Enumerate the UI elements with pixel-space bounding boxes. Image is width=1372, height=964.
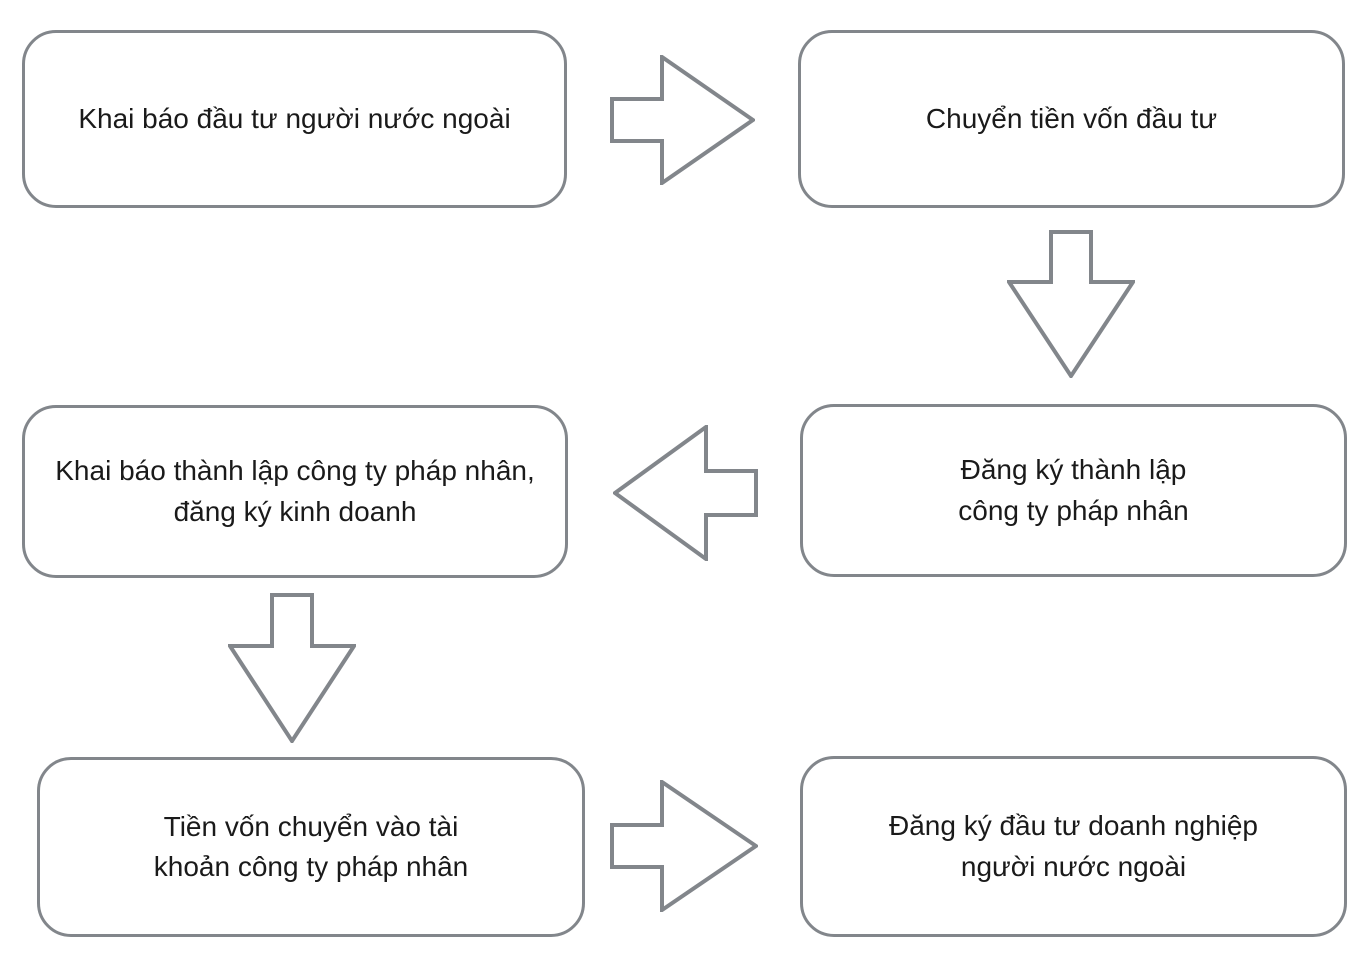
flow-step-khai-bao-thanh-lap: Khai báo thành lập công ty pháp nhân, đă… [22,405,568,578]
step-label-line: Đăng ký đầu tư doanh nghiệp [888,810,1259,842]
step-label-line: Chuyển tiền vốn đầu tư [925,102,1218,134]
step-label: Đăng ký đầu tư doanh nghiệp người nước n… [889,806,1258,886]
step-label-line: đăng ký kinh doanh [173,495,417,527]
step-label: Khai báo đầu tư người nước ngoài [78,99,510,139]
down-arrow-icon [228,593,356,743]
step-label-line: người nước ngoài [960,850,1187,882]
step-label-line: khoản công ty pháp nhân [153,851,469,882]
step-label-line: Đăng ký thành lập [960,454,1187,486]
flow-step-tien-von-chuyen-vao: Tiền vốn chuyển vào tài khoản công ty ph… [37,757,585,937]
right-arrow-icon [610,780,758,912]
right-arrow-icon [610,55,755,185]
down-arrow-icon [1007,230,1135,378]
step-label: Khai báo thành lập công ty pháp nhân, đă… [55,451,535,531]
step-label-line: Khai báo đầu tư người nước ngoài [78,102,511,134]
step-label: Tiền vốn chuyển vào tài khoản công ty ph… [154,807,468,887]
flow-step-dang-ky-thanh-lap: Đăng ký thành lập công ty pháp nhân [800,404,1347,577]
flow-step-chuyen-tien-von: Chuyển tiền vốn đầu tư [798,30,1345,208]
step-label: Chuyển tiền vốn đầu tư [926,99,1217,139]
flow-step-khai-bao-dau-tu: Khai báo đầu tư người nước ngoài [22,30,567,208]
left-arrow-icon [613,425,758,561]
flow-step-dang-ky-dau-tu-doanh-nghiep: Đăng ký đầu tư doanh nghiệp người nước n… [800,756,1347,937]
step-label-line: Khai báo thành lập công ty pháp nhân, [55,455,535,487]
step-label-line: Tiền vốn chuyển vào tài [163,810,459,842]
step-label-line: công ty pháp nhân [958,494,1189,526]
step-label: Đăng ký thành lập công ty pháp nhân [958,450,1188,530]
